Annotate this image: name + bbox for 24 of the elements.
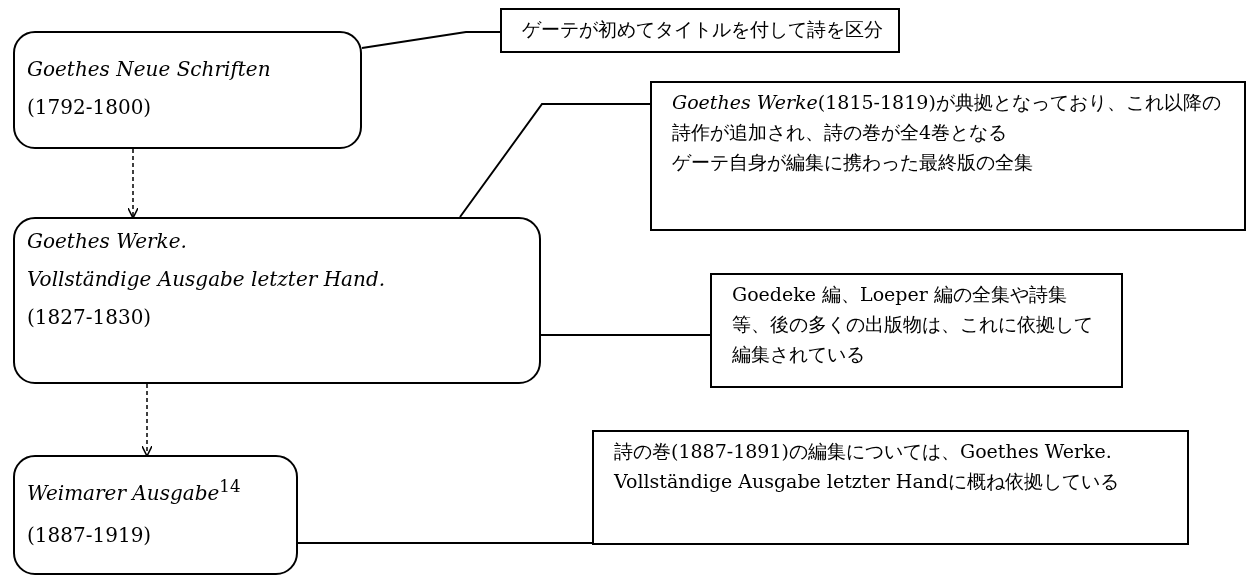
connector-line (459, 103, 651, 218)
note-text: Goethes Werke(1815-1819)が典拠となっており、これ以降の詩作が追加され、詩の巻が全4巻となる (672, 90, 1222, 145)
edition-box (13, 217, 541, 384)
connector-line (361, 31, 501, 49)
note-text: Goedeke 編、Loeper 編の全集や詩集等、後の多くの出版物は、これに依拠して編集されている (732, 282, 1094, 367)
note-box (592, 430, 1189, 545)
edition-title: Weimarer Ausgabe$^{14}$ (27, 477, 242, 505)
arrow (126, 148, 140, 219)
arrow (140, 383, 154, 457)
edition-title: Goethes Neue Schriften (27, 57, 272, 81)
note-box (500, 8, 900, 53)
note-text: ゲーテ自身が編集に携わった最終版の全集 (672, 150, 1034, 175)
edition-title: Vollständige Ausgabe letzter Hand. (27, 267, 387, 291)
note-box (710, 273, 1123, 388)
note-text: 詩の巻(1887-1891)の編集については、Goethes Werke. Vollständige Ausgabe letzter Handに概ね依拠している (614, 439, 1121, 494)
edition-title: Goethes Werke. (27, 229, 188, 253)
connector-line (297, 542, 593, 544)
year-range: (1792-1800) (27, 95, 153, 119)
year-range: (1887-1919) (27, 522, 153, 547)
note-box (650, 81, 1246, 231)
year-range: (1827-1830) (27, 305, 153, 329)
edition-box (13, 31, 362, 149)
edition-box (13, 455, 298, 575)
connector-line (540, 334, 711, 336)
